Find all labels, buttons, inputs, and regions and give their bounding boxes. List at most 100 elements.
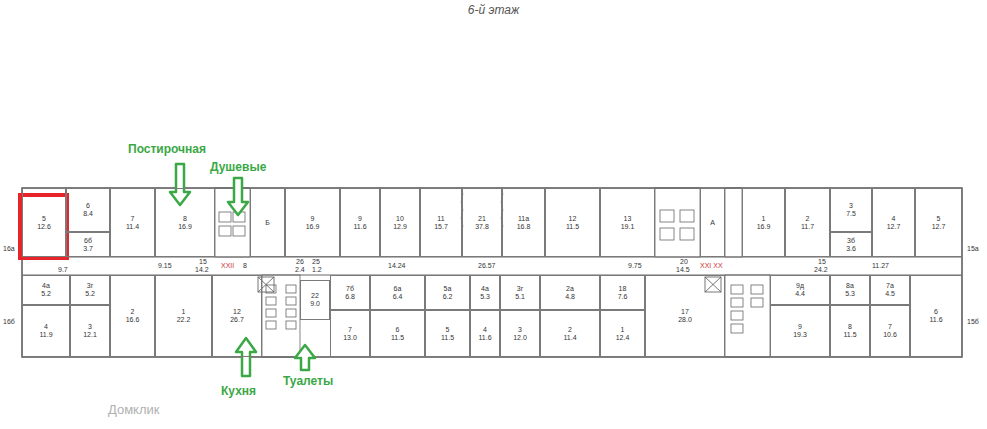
section-mark: XXI XX (700, 262, 723, 270)
room-area: 22.2 (177, 316, 191, 324)
room-number: 1 (762, 215, 766, 223)
room-number: 15 (199, 258, 207, 266)
room-number: 9 (311, 215, 315, 223)
floor-title: 6-й этаж (0, 3, 987, 17)
dimension: 9.7 (58, 266, 68, 274)
room-number: 17 (681, 308, 689, 316)
room-box: 116.9 (742, 188, 785, 257)
room-area: 12.4 (616, 334, 630, 342)
room-box: 187.6 (600, 275, 645, 310)
room-box: 3г5.2 (70, 275, 110, 305)
room-number: 11а (518, 215, 529, 223)
room-box: 512.6 (22, 188, 66, 257)
room-area: 2.4 (295, 266, 305, 274)
room-number: 4а (481, 285, 489, 293)
room-number: 5а (444, 285, 452, 293)
room-area: 5.2 (41, 290, 51, 298)
room-box: 2137.8 (462, 188, 502, 257)
room-number: 12 (569, 215, 577, 223)
room-number: 2 (806, 215, 810, 223)
dimension: 11.27 (872, 262, 889, 270)
room-number: 26 (296, 258, 304, 266)
room-number: 13 (624, 215, 632, 223)
room-number: 7 (348, 326, 352, 334)
room-number: 9д (796, 282, 804, 290)
room-box: 1211.5 (545, 188, 600, 257)
room-box: 710.6 (870, 305, 910, 357)
room-number: 8 (183, 215, 187, 223)
room-number: 5 (42, 215, 46, 223)
dimension: 9.15 (158, 262, 172, 270)
green-callout: Кухня (221, 385, 256, 398)
room-box: 229.0 (300, 280, 330, 320)
room-area: 6.8 (345, 293, 355, 301)
dimension: 26.57 (478, 262, 496, 270)
room-box: 3б3.6 (830, 232, 872, 257)
room-area: 7.6 (618, 293, 628, 301)
green-arrow (170, 164, 315, 376)
sanitary-block (215, 188, 770, 357)
room-box: 411.6 (470, 310, 500, 357)
room-area: 37.8 (475, 223, 489, 231)
room-area: 16.9 (306, 223, 320, 231)
room-number: 3 (518, 326, 522, 334)
room-area: 16.9 (178, 223, 192, 231)
room-area: 10.6 (883, 331, 897, 339)
room-number: 3г (517, 285, 523, 293)
room-area: 14.2 (195, 266, 209, 274)
green-callout: Постирочная (128, 143, 206, 156)
room-number: 4 (44, 323, 48, 331)
room-area: 6.2 (443, 293, 453, 301)
room-number: 8 (848, 323, 852, 331)
room-box: 112.4 (600, 310, 645, 357)
dimension: 14.24 (388, 262, 406, 270)
room-box: 1319.1 (600, 188, 655, 257)
room-number: 12 (233, 308, 241, 316)
room-box: 511.5 (425, 310, 470, 357)
room-area: 12.7 (932, 223, 946, 231)
room-area: 5.3 (845, 290, 855, 298)
room-number: 7а (886, 282, 894, 290)
room-area: 11.5 (566, 223, 579, 231)
room-area: 5.1 (515, 293, 525, 301)
room-area: 13.0 (343, 334, 357, 342)
room-box: Б (250, 188, 285, 257)
room-area: 6.4 (393, 293, 403, 301)
room-number: 1 (621, 326, 625, 334)
room-area: 26.7 (230, 316, 244, 324)
room-area: 11.7 (801, 223, 814, 231)
room-area: 1.2 (312, 266, 322, 274)
room-number: 15б (967, 318, 979, 326)
room-area: 19.1 (621, 223, 635, 231)
room-number: 21 (478, 215, 486, 223)
room-number: 7 (131, 215, 135, 223)
room-box: 611.5 (370, 310, 425, 357)
room-number: 5 (937, 215, 941, 223)
room-number: 3 (849, 202, 853, 210)
room-number: 6 (396, 326, 400, 334)
room-area: 11.4 (563, 334, 576, 342)
room-area: 14.5 (676, 266, 690, 274)
room-area: 12.9 (393, 223, 407, 231)
room-box: 711.4 (110, 188, 155, 257)
room-number: 18 (619, 285, 627, 293)
room-area: 11.6 (478, 334, 491, 342)
room-area: 5.3 (480, 293, 490, 301)
room-area: 11.5 (441, 334, 454, 342)
watermark: Домклик (108, 403, 160, 417)
room-number: 3б (847, 237, 855, 245)
green-callout: Душевые (210, 161, 266, 174)
room-area: 28.0 (678, 316, 692, 324)
room-area: 11.6 (353, 223, 366, 231)
room-box: 312.0 (500, 310, 540, 357)
room-number: 6а (394, 285, 402, 293)
room-number: 25 (312, 258, 320, 266)
room-box: 2а4.8 (540, 275, 600, 310)
room-area: 4.4 (795, 290, 805, 298)
room-area: 24.2 (814, 266, 828, 274)
room-number: 4 (483, 326, 487, 334)
room-number: 7б (346, 285, 354, 293)
room-box: 611.6 (910, 275, 962, 357)
room-number: 9 (358, 215, 362, 223)
